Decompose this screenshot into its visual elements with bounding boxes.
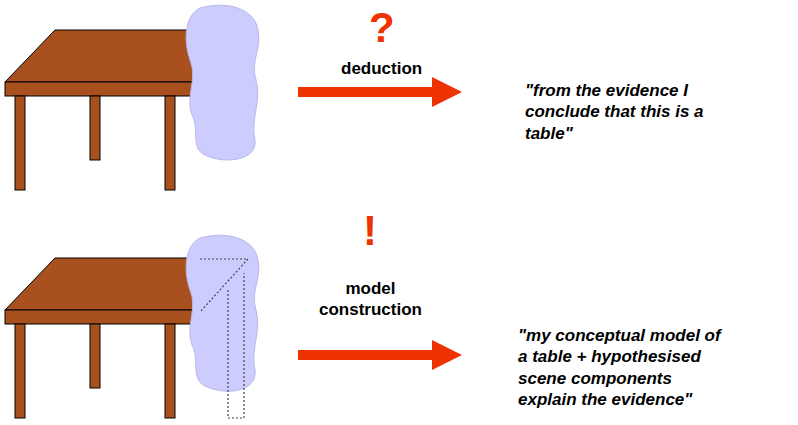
arrow xyxy=(298,340,462,370)
occluding-blob xyxy=(186,5,259,160)
symbol-mark: ? xyxy=(369,2,395,55)
occluding-blob xyxy=(186,235,259,391)
quote-text: "from the evidence I conclude that this … xyxy=(525,80,720,144)
method-label: deduction xyxy=(341,58,422,79)
arrow xyxy=(298,77,462,107)
table-figure xyxy=(5,30,215,190)
method-label: model construction xyxy=(303,278,438,321)
quote-text: "my conceptual model of a table + hypoth… xyxy=(518,325,733,410)
symbol-mark: ! xyxy=(363,205,377,258)
table-figure xyxy=(5,258,215,418)
hypothesised-part xyxy=(200,259,248,418)
